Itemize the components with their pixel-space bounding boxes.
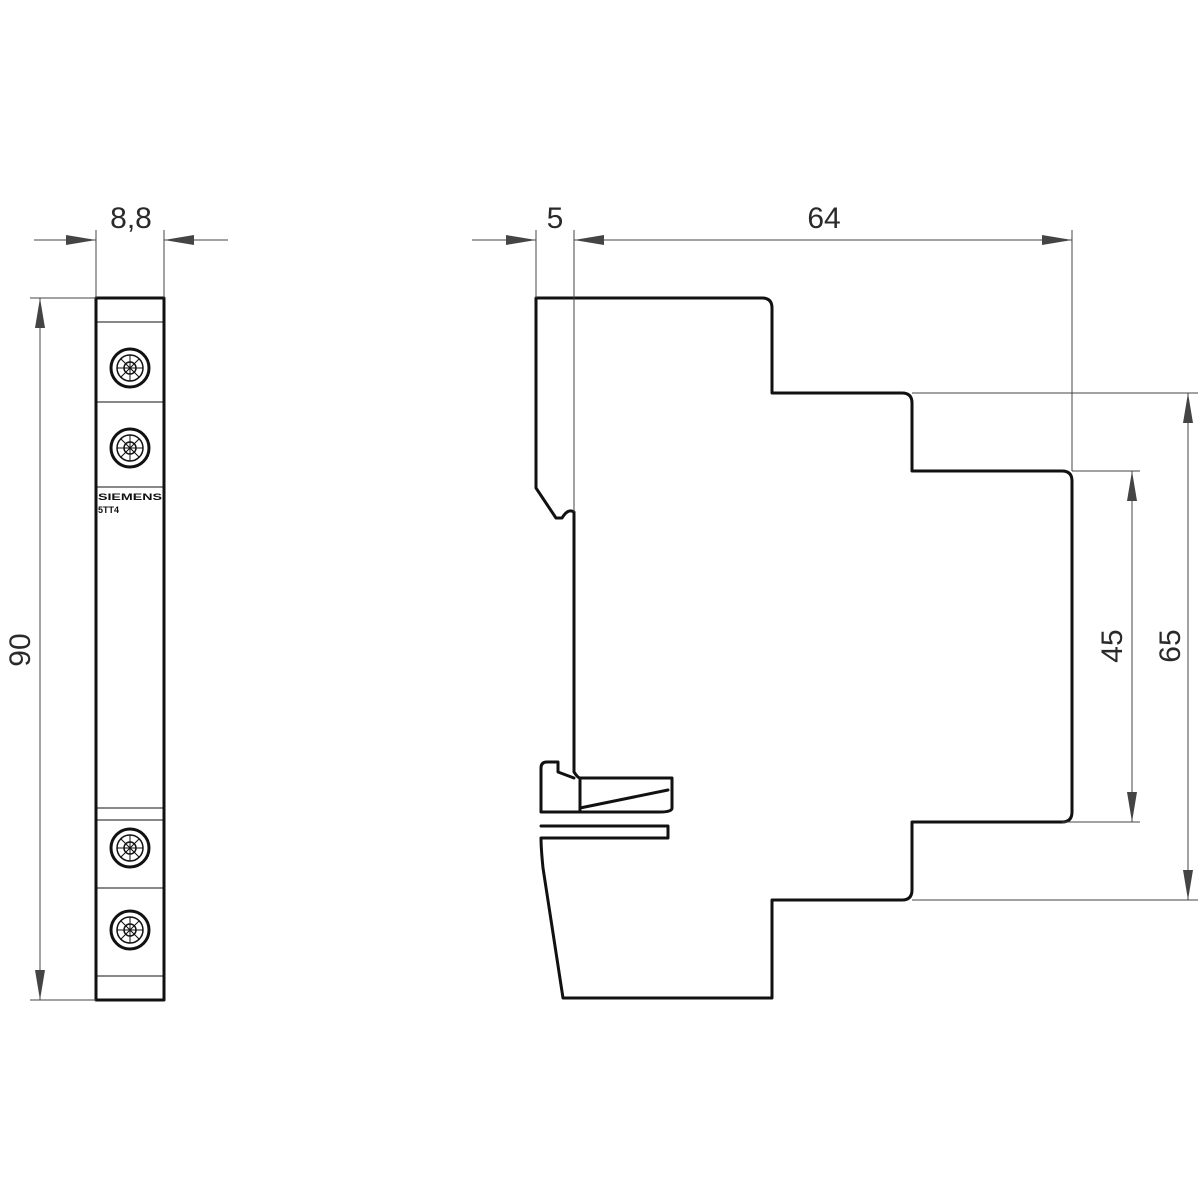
arrow-down-icon (35, 970, 45, 1000)
terminal-screw-icon (109, 427, 151, 469)
terminal-screw-icon (109, 347, 151, 389)
front-width-dim-text: 8,8 (110, 202, 152, 235)
arrow-left-icon (164, 235, 194, 245)
arrow-right-icon (66, 235, 96, 245)
outer-height-dim-text: 65 (1154, 629, 1187, 662)
arrow-up-icon (1127, 471, 1137, 501)
arrow-right-icon (506, 235, 536, 245)
terminal-screw-icon (109, 909, 151, 951)
side-upper-profile (534, 296, 1074, 1000)
arrow-right-icon (1042, 235, 1072, 245)
front-height-dim-text: 90 (4, 633, 37, 666)
rail-clip-detail (578, 776, 670, 813)
arrow-down-icon (1183, 870, 1193, 900)
front-view: SIEMENS 5TT4 8,8 90 (4, 202, 228, 1002)
side-depth-dim-text: 64 (807, 202, 840, 235)
terminal-screw-icon (109, 827, 151, 869)
front-body-outline (94, 296, 166, 1002)
arrow-up-icon (1183, 393, 1193, 423)
brand-label: SIEMENS (98, 492, 162, 502)
side-offset-dim-text: 5 (547, 202, 564, 235)
arrow-down-icon (1127, 792, 1137, 822)
inner-height-dim-text: 45 (1096, 629, 1129, 662)
side-view: 5 64 45 65 (472, 202, 1198, 1000)
arrow-up-icon (35, 298, 45, 328)
model-label: 5TT4 (98, 505, 119, 515)
